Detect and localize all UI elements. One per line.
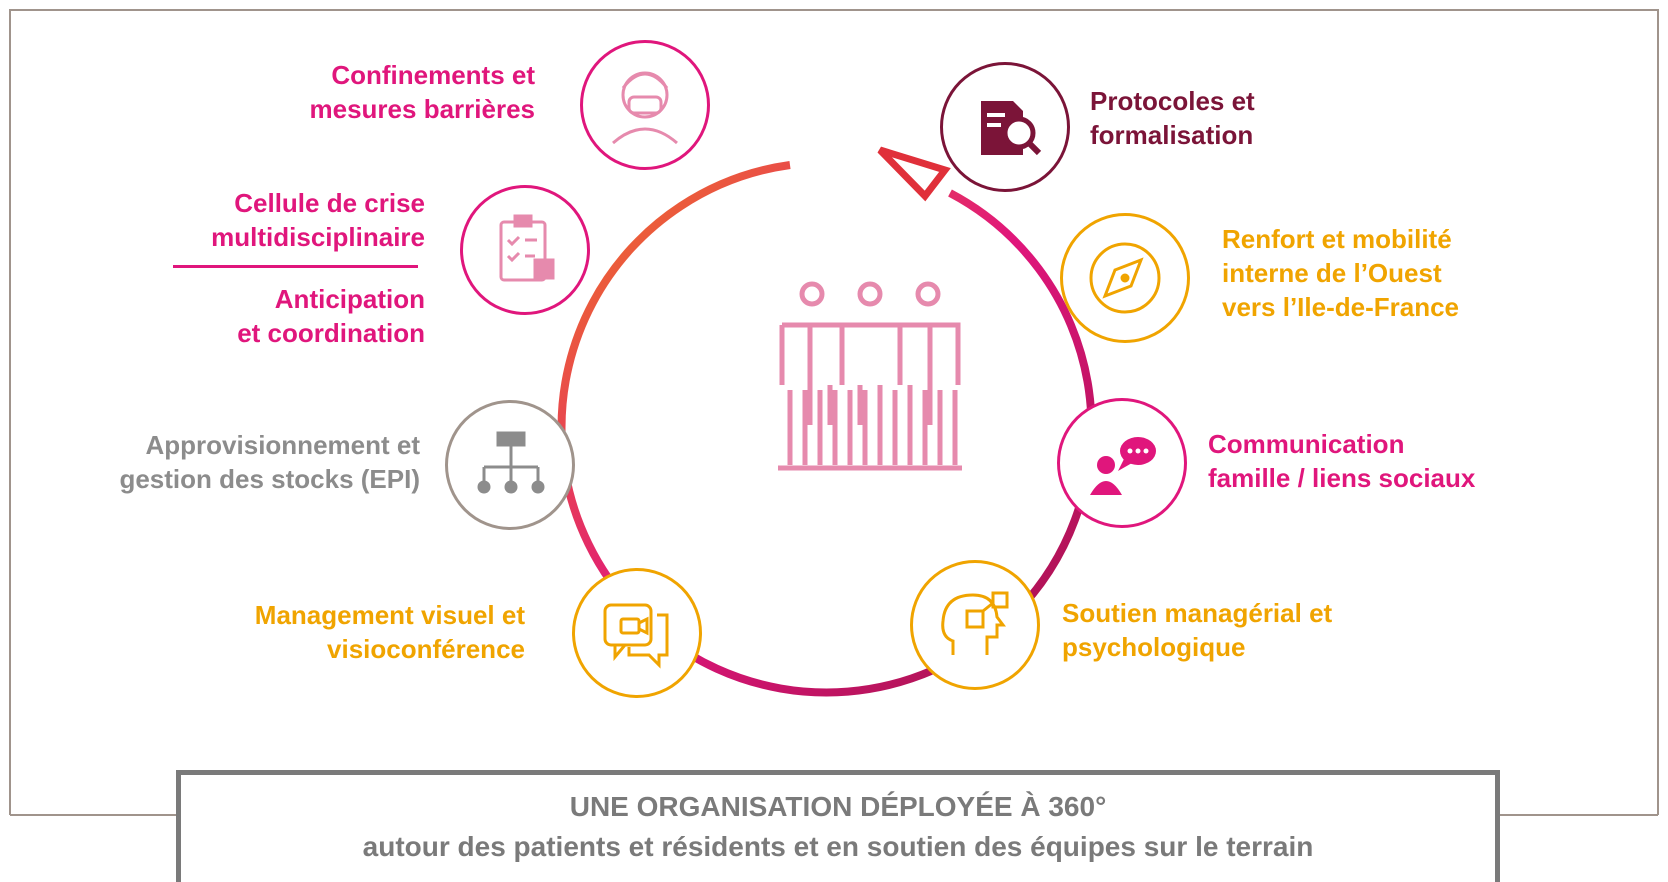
anticipation-label: Anticipation et coordination <box>237 284 425 348</box>
compass-icon <box>1060 213 1190 343</box>
protocoles-label: Protocoles et formalisation <box>1090 86 1255 150</box>
hierarchy-icon <box>445 400 575 530</box>
summary-title: UNE ORGANISATION DÉPLOYÉE À 360° <box>569 791 1107 822</box>
head-puzzle-icon <box>910 560 1040 690</box>
confinements-label: Confinements et mesures barrières <box>309 60 535 124</box>
cellule-label: Cellule de crise multidisciplinaire <box>211 188 425 252</box>
clipboard-checklist-icon <box>460 185 590 315</box>
communication-label: Communication famille / liens sociaux <box>1208 429 1476 493</box>
team-people-icon <box>778 281 962 471</box>
renfort-label: Renfort et mobilité interne de l’Ouest v… <box>1222 224 1459 322</box>
summary-subtitle: autour des patients et résidents et en s… <box>362 831 1314 862</box>
person-speech-icon <box>1057 398 1187 528</box>
video-chat-icon <box>572 568 702 698</box>
management-label: Management visuel et visioconférence <box>254 600 525 664</box>
soutien-label: Soutien managérial et psychologique <box>1062 598 1333 662</box>
arrow-head <box>877 146 951 202</box>
summary-banner: UNE ORGANISATION DÉPLOYÉE À 360° autour … <box>176 770 1500 882</box>
approvisionnement-label: Approvisionnement et gestion des stocks … <box>119 430 420 494</box>
cellule-divider <box>173 265 418 268</box>
masked-person-icon <box>580 40 710 170</box>
document-search-icon <box>940 62 1070 192</box>
